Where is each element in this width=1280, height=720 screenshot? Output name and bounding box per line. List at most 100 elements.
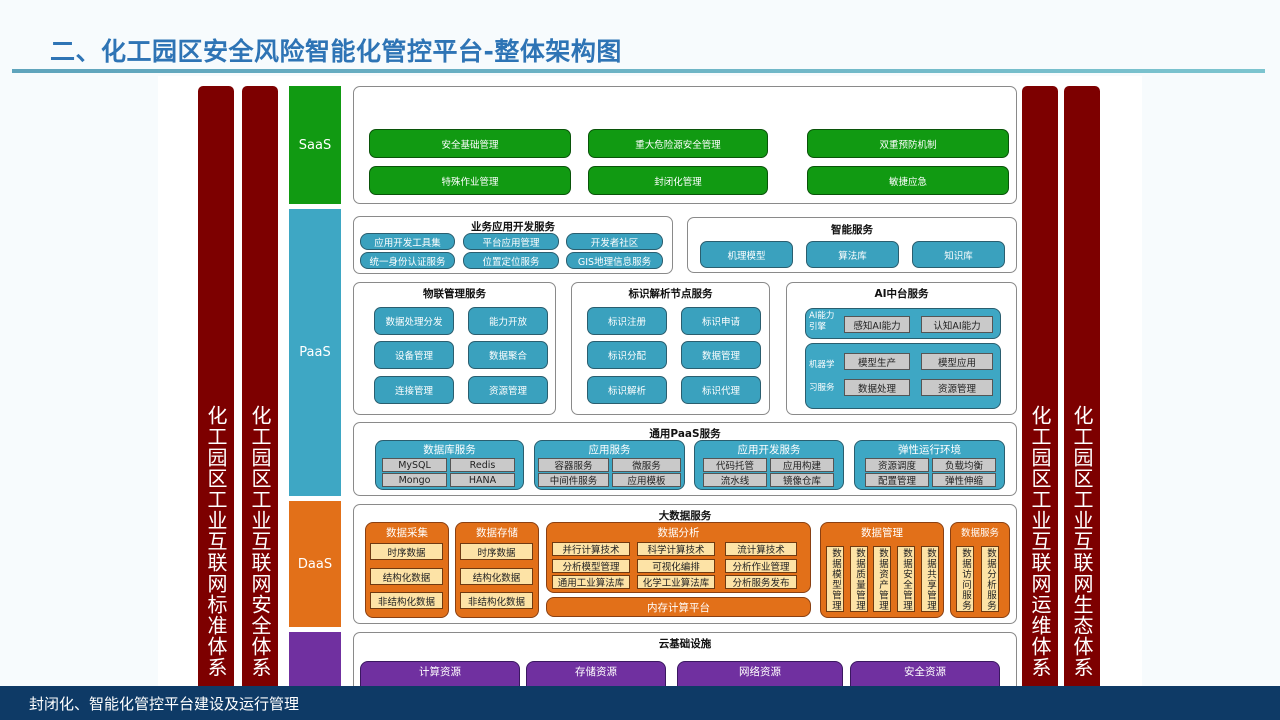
data-analysis-item[interactable]: 化学工业算法库 (637, 575, 715, 589)
saas-item[interactable]: 敏捷应急 (807, 166, 1009, 195)
data-analysis-item[interactable]: 分析作业管理 (725, 559, 797, 573)
saas-item[interactable]: 双重预防机制 (807, 129, 1009, 158)
app-dev-item[interactable]: GIS地理信息服务 (566, 252, 663, 269)
app-dev-item[interactable]: 应用开发工具集 (360, 233, 455, 250)
paas-group-item[interactable]: 镜像仓库 (770, 473, 834, 487)
ai-engine-label: AI能力引擎 (809, 311, 835, 332)
saas-item[interactable]: 封闭化管理 (588, 166, 768, 195)
saas-item[interactable]: 重大危险源安全管理 (588, 129, 768, 158)
paas-group-item[interactable]: 负载均衡 (932, 458, 996, 472)
iot-item[interactable]: 资源管理 (468, 376, 548, 404)
ai-platform-title: AI中台服务 (874, 288, 929, 300)
side-column-label: 化工园区工业互联网运维体系 (1028, 405, 1052, 678)
data-storage-title: 数据存储 (476, 527, 518, 539)
cloud-infra-title: 云基础设施 (658, 638, 712, 650)
id-resolution-item[interactable]: 标识申请 (681, 307, 761, 335)
paas-group-app: 应用服务 容器服务 微服务 中间件服务 应用模板 (534, 440, 685, 490)
paas-group-app-dev: 应用开发服务 代码托管 应用构建 流水线 镜像仓库 (694, 440, 844, 490)
app-dev-title: 业务应用开发服务 (471, 221, 555, 233)
id-resolution-item[interactable]: 标识注册 (587, 307, 667, 335)
general-paas-title: 通用PaaS服务 (649, 428, 721, 440)
data-service-item[interactable]: 数据分析服务 (981, 546, 999, 612)
paas-group-runtime: 弹性运行环境 资源调度 负载均衡 配置管理 弹性伸缩 (854, 440, 1005, 490)
paas-group-item[interactable]: HANA (450, 473, 515, 487)
paas-group-item[interactable]: 流水线 (703, 473, 767, 487)
ml-service-item[interactable]: 模型生产 (844, 353, 910, 370)
paas-group-item[interactable]: 中间件服务 (538, 473, 609, 487)
data-collect-item[interactable]: 非结构化数据 (370, 592, 443, 609)
data-storage-item[interactable]: 非结构化数据 (460, 592, 533, 609)
cloud-resource-network[interactable]: 网络资源 (677, 661, 843, 686)
data-analysis-item[interactable]: 分析模型管理 (552, 559, 630, 573)
data-analysis-item[interactable]: 科学计算技术 (637, 542, 715, 556)
data-management-item[interactable]: 数据安全管理 (897, 546, 915, 612)
side-column-label: 化工园区工业互联网生态体系 (1070, 405, 1094, 678)
ml-service-item[interactable]: 资源管理 (921, 379, 993, 396)
data-analysis-item[interactable]: 通用工业算法库 (552, 575, 630, 589)
data-collect-item[interactable]: 结构化数据 (370, 568, 443, 585)
paas-group-item[interactable]: 配置管理 (865, 473, 929, 487)
iot-item[interactable]: 数据聚合 (468, 341, 548, 369)
app-dev-item[interactable]: 开发者社区 (566, 233, 663, 250)
data-collect-group: 数据采集 时序数据 结构化数据 非结构化数据 (365, 522, 449, 618)
side-column-standard: 化工园区工业互联网标准体系 (198, 86, 234, 686)
app-dev-item[interactable]: 平台应用管理 (463, 233, 559, 250)
data-service-item[interactable]: 数据访问服务 (956, 546, 974, 612)
data-management-item[interactable]: 数据质量管理 (850, 546, 868, 612)
data-analysis-title: 数据分析 (657, 527, 700, 539)
paas-group-item[interactable]: 资源调度 (865, 458, 929, 472)
ai-engine-item[interactable]: 感知AI能力 (844, 316, 910, 333)
layer-label-saas: SaaS (289, 86, 341, 204)
app-dev-item[interactable]: 位置定位服务 (463, 252, 559, 269)
id-resolution-item[interactable]: 数据管理 (681, 341, 761, 369)
data-analysis-item[interactable]: 分析服务发布 (725, 575, 797, 589)
data-service-group: 数据服务 数据访问服务 数据分析服务 (950, 522, 1010, 618)
cloud-resource-compute[interactable]: 计算资源 (360, 661, 520, 686)
data-management-item[interactable]: 数据模型管理 (826, 546, 844, 612)
ml-service-label: 机器学习服务 (809, 360, 835, 393)
data-management-item[interactable]: 数据共享管理 (921, 546, 939, 612)
ai-engine-group: AI能力引擎 感知AI能力 认知AI能力 (805, 308, 1001, 339)
ai-engine-item[interactable]: 认知AI能力 (921, 316, 993, 333)
paas-group-item[interactable]: 应用模板 (612, 473, 681, 487)
ai-platform-panel: AI中台服务 AI能力引擎 感知AI能力 认知AI能力 机器学习服务 模型生产 … (786, 282, 1017, 415)
data-collect-item[interactable]: 时序数据 (370, 543, 443, 560)
iot-item[interactable]: 设备管理 (374, 341, 454, 369)
data-analysis-item[interactable]: 可视化编排 (637, 559, 715, 573)
smart-service-item[interactable]: 机理模型 (700, 241, 793, 268)
paas-group-item[interactable]: 代码托管 (703, 458, 767, 472)
paas-group-item[interactable]: 容器服务 (538, 458, 609, 472)
iot-item[interactable]: 能力开放 (468, 307, 548, 335)
paas-group-item[interactable]: 应用构建 (770, 458, 834, 472)
paas-group-item[interactable]: Mongo (382, 473, 447, 487)
saas-item[interactable]: 安全基础管理 (369, 129, 571, 158)
data-storage-item[interactable]: 时序数据 (460, 543, 533, 560)
iot-item[interactable]: 数据处理分发 (374, 307, 454, 335)
data-storage-item[interactable]: 结构化数据 (460, 568, 533, 585)
id-resolution-item[interactable]: 标识解析 (587, 376, 667, 404)
ml-service-item[interactable]: 数据处理 (844, 379, 910, 396)
paas-group-item[interactable]: Redis (450, 458, 515, 472)
footer-text: 封闭化、智能化管控平台建设及运行管理 (29, 694, 300, 713)
paas-group-item[interactable]: MySQL (382, 458, 447, 472)
layer-label-paas: PaaS (289, 209, 341, 496)
saas-item[interactable]: 特殊作业管理 (369, 166, 571, 195)
app-dev-item[interactable]: 统一身份认证服务 (360, 252, 455, 269)
smart-service-item[interactable]: 算法库 (806, 241, 899, 268)
data-management-item[interactable]: 数据资产管理 (873, 546, 891, 612)
cloud-infra-panel: 云基础设施 计算资源 存储资源 网络资源 安全资源 (353, 632, 1017, 686)
cloud-resource-storage[interactable]: 存储资源 (526, 661, 666, 686)
cloud-resource-security[interactable]: 安全资源 (850, 661, 1000, 686)
memory-computing-platform[interactable]: 内存计算平台 (546, 597, 811, 617)
iot-item[interactable]: 连接管理 (374, 376, 454, 404)
smart-service-item[interactable]: 知识库 (912, 241, 1005, 268)
paas-group-item[interactable]: 微服务 (612, 458, 681, 472)
paas-group-item[interactable]: 弹性伸缩 (932, 473, 996, 487)
data-analysis-item[interactable]: 并行计算技术 (552, 542, 630, 556)
id-resolution-item[interactable]: 标识代理 (681, 376, 761, 404)
layer-label-daas: DaaS (289, 501, 341, 627)
ml-service-item[interactable]: 模型应用 (921, 353, 993, 370)
data-analysis-item[interactable]: 流计算技术 (725, 542, 797, 556)
side-column-label: 化工园区工业互联网标准体系 (204, 405, 228, 678)
id-resolution-item[interactable]: 标识分配 (587, 341, 667, 369)
